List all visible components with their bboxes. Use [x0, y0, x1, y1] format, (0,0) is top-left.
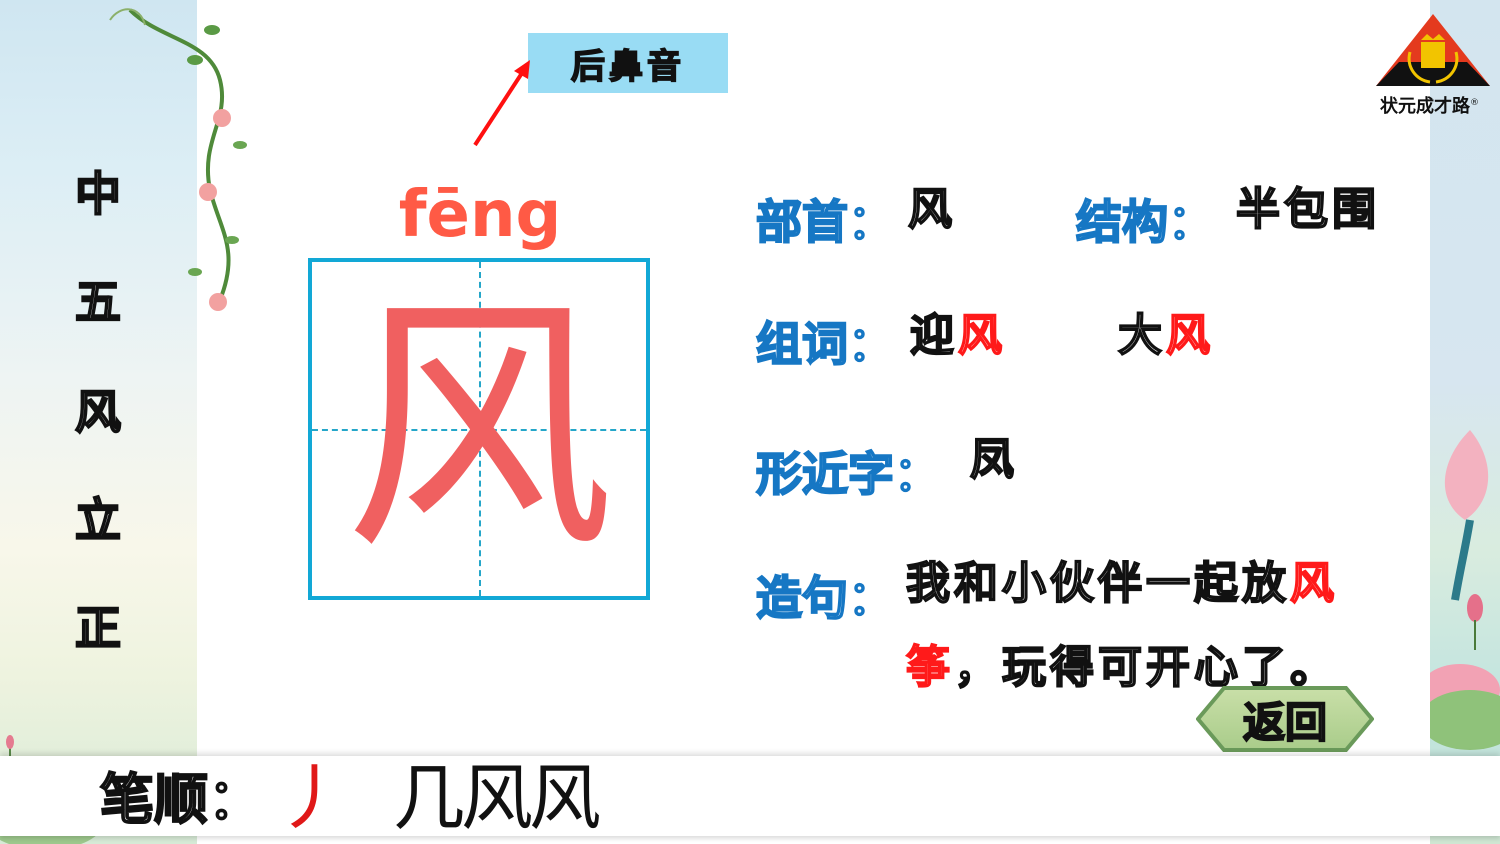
radical-value: 风 [907, 183, 956, 236]
structure-label: 结构： [1075, 194, 1215, 250]
sidebar-char: 风 [74, 384, 122, 440]
sentence-text: ，玩得可开心了。 [953, 641, 1338, 694]
sidebar-char: 五 [74, 274, 122, 330]
stroke-order-label: 笔顺： [99, 766, 263, 832]
stroke-order-bar [0, 756, 1500, 836]
similar-char-label: 形近字： [755, 446, 941, 502]
left-decor-panel [0, 0, 197, 844]
word-prefix: 迎 [909, 309, 958, 362]
sentence-text: 我和小伙伴一起放 [905, 557, 1290, 610]
vine-decoration-icon [109, 8, 247, 311]
brand-name: 状元成才路 [1380, 96, 1470, 117]
word-item: 迎风 [909, 308, 1006, 364]
sentence-highlight: 筝 [905, 641, 954, 694]
stroke-step: 丿 [275, 756, 347, 840]
word-item: 大风 [1117, 308, 1214, 364]
lotus-bud-icon [1430, 430, 1500, 750]
words-label: 组词： [755, 316, 895, 372]
word-highlight: 风 [957, 309, 1006, 362]
character-writing-grid: 风 [308, 258, 650, 600]
nasal-sound-label: 后鼻音 [570, 46, 685, 88]
sentence-highlight: 风 [1289, 557, 1338, 610]
back-button-label: 返回 [1242, 697, 1328, 748]
stroke-step: 几 [393, 756, 465, 840]
sidebar-char: 正 [74, 600, 122, 656]
brand-logo-icon [1376, 14, 1490, 86]
sentence-label: 造句： [755, 570, 895, 626]
stroke-step: 风 [461, 756, 533, 840]
sidebar-char: 立 [74, 492, 122, 548]
sidebar-char: 中 [74, 166, 122, 222]
word-highlight: 风 [1165, 309, 1214, 362]
structure-value: 半包围 [1235, 183, 1380, 236]
registered-mark: ® [1470, 98, 1479, 108]
arrow-icon [473, 60, 530, 147]
nasal-sound-tag: 后鼻音 [528, 33, 728, 93]
word-prefix: 大 [1117, 309, 1166, 362]
pinyin: fēng [398, 178, 562, 252]
stroke-order-sequence: 丿几风风 [275, 756, 601, 840]
brand-logo-text: 状元成才路® [1372, 92, 1487, 118]
sentence-line-2: 筝，玩得可开心了。 [905, 640, 1338, 696]
grid-guide-vertical [479, 262, 481, 596]
main-character: 风 [344, 271, 614, 586]
stroke-step: 风 [529, 756, 601, 840]
sentence-line-1: 我和小伙伴一起放风 [905, 556, 1338, 612]
radical-label: 部首： [755, 194, 895, 250]
similar-char-value: 凤 [969, 433, 1018, 486]
hexagon-button-shape-icon [1196, 686, 1374, 752]
back-button[interactable]: 返回 [1196, 686, 1374, 752]
